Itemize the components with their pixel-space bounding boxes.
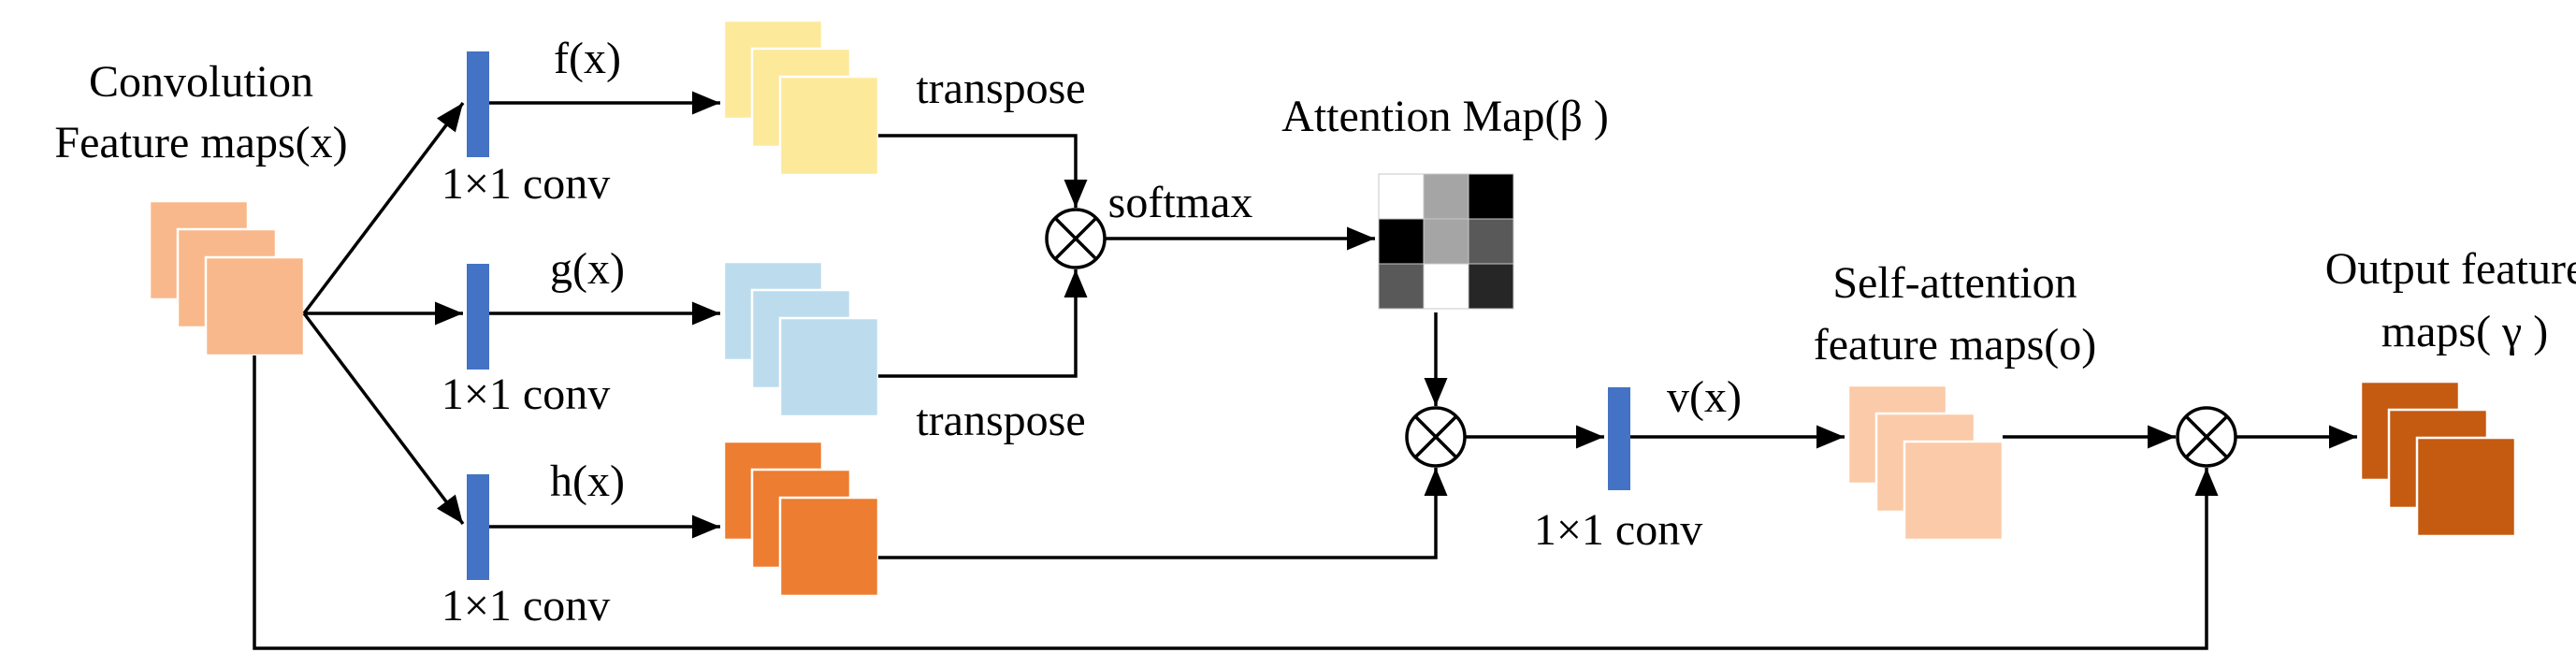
h-feature-maps (722, 440, 880, 598)
attention-map-grid (1378, 173, 1514, 310)
arrow-h-to-multiply (878, 468, 1448, 559)
arrow-g-to-multiply (878, 269, 1088, 378)
h-map-3 (778, 496, 880, 598)
attention-map-title: Attention Map(β ) (1281, 92, 1609, 141)
arrow-f-to-multiply (878, 134, 1088, 208)
g-map-3 (778, 316, 880, 418)
conv-block-f (467, 51, 489, 157)
conv-label-g: 1×1 conv (441, 370, 610, 419)
input-map-3 (204, 255, 306, 357)
multiply-icon-2 (1405, 406, 1467, 468)
attention-cell-2-2 (1468, 263, 1514, 310)
conv-block-h (467, 474, 489, 580)
transpose-label-top: transpose (916, 64, 1085, 113)
f-feature-maps (722, 19, 880, 177)
output-feature-maps (2359, 380, 2517, 538)
f-map-3 (778, 75, 880, 177)
f-label: f(x) (554, 34, 621, 83)
attention-cell-0-0 (1378, 173, 1425, 220)
g-feature-maps (722, 260, 880, 418)
multiply-icon-1 (1045, 208, 1107, 269)
softmax-label: softmax (1108, 178, 1253, 227)
arrow-input-to-h-conv (302, 312, 465, 526)
output-title-line1: Output feature (2325, 244, 2576, 294)
conv-label-h: 1×1 conv (441, 581, 610, 631)
g-label: g(x) (550, 244, 625, 294)
attention-cell-1-1 (1423, 218, 1469, 265)
self-attention-title-line2: feature maps(o) (1814, 320, 2097, 370)
multiply-icon-3 (2176, 406, 2237, 468)
attention-cell-2-1 (1423, 263, 1469, 310)
arrow-input-to-f-conv (302, 101, 465, 315)
self-attention-feature-maps (1846, 384, 2004, 542)
transpose-label-bottom: transpose (916, 396, 1085, 445)
arrow-skip-connection (253, 355, 2219, 650)
v-label: v(x) (1667, 372, 1742, 422)
attention-cell-0-2 (1468, 173, 1514, 220)
self-attention-map-3 (1903, 440, 2004, 542)
attention-cell-2-0 (1378, 263, 1425, 310)
output-title-line2: maps( γ ) (2381, 307, 2549, 356)
self-attention-title-line1: Self-attention (1832, 258, 2077, 308)
conv-block-g (467, 264, 489, 370)
h-label: h(x) (550, 457, 625, 506)
attention-cell-1-2 (1468, 218, 1514, 265)
output-map-3 (2415, 436, 2517, 538)
attention-cell-1-0 (1378, 218, 1425, 265)
input-feature-maps (148, 199, 306, 357)
attention-cell-0-1 (1423, 173, 1469, 220)
conv-block-v (1608, 387, 1630, 490)
conv-label-f: 1×1 conv (441, 159, 610, 209)
input-title-line2: Feature maps(x) (54, 118, 347, 167)
input-title-line1: Convolution (89, 57, 313, 107)
conv-label-v: 1×1 conv (1534, 505, 1702, 555)
